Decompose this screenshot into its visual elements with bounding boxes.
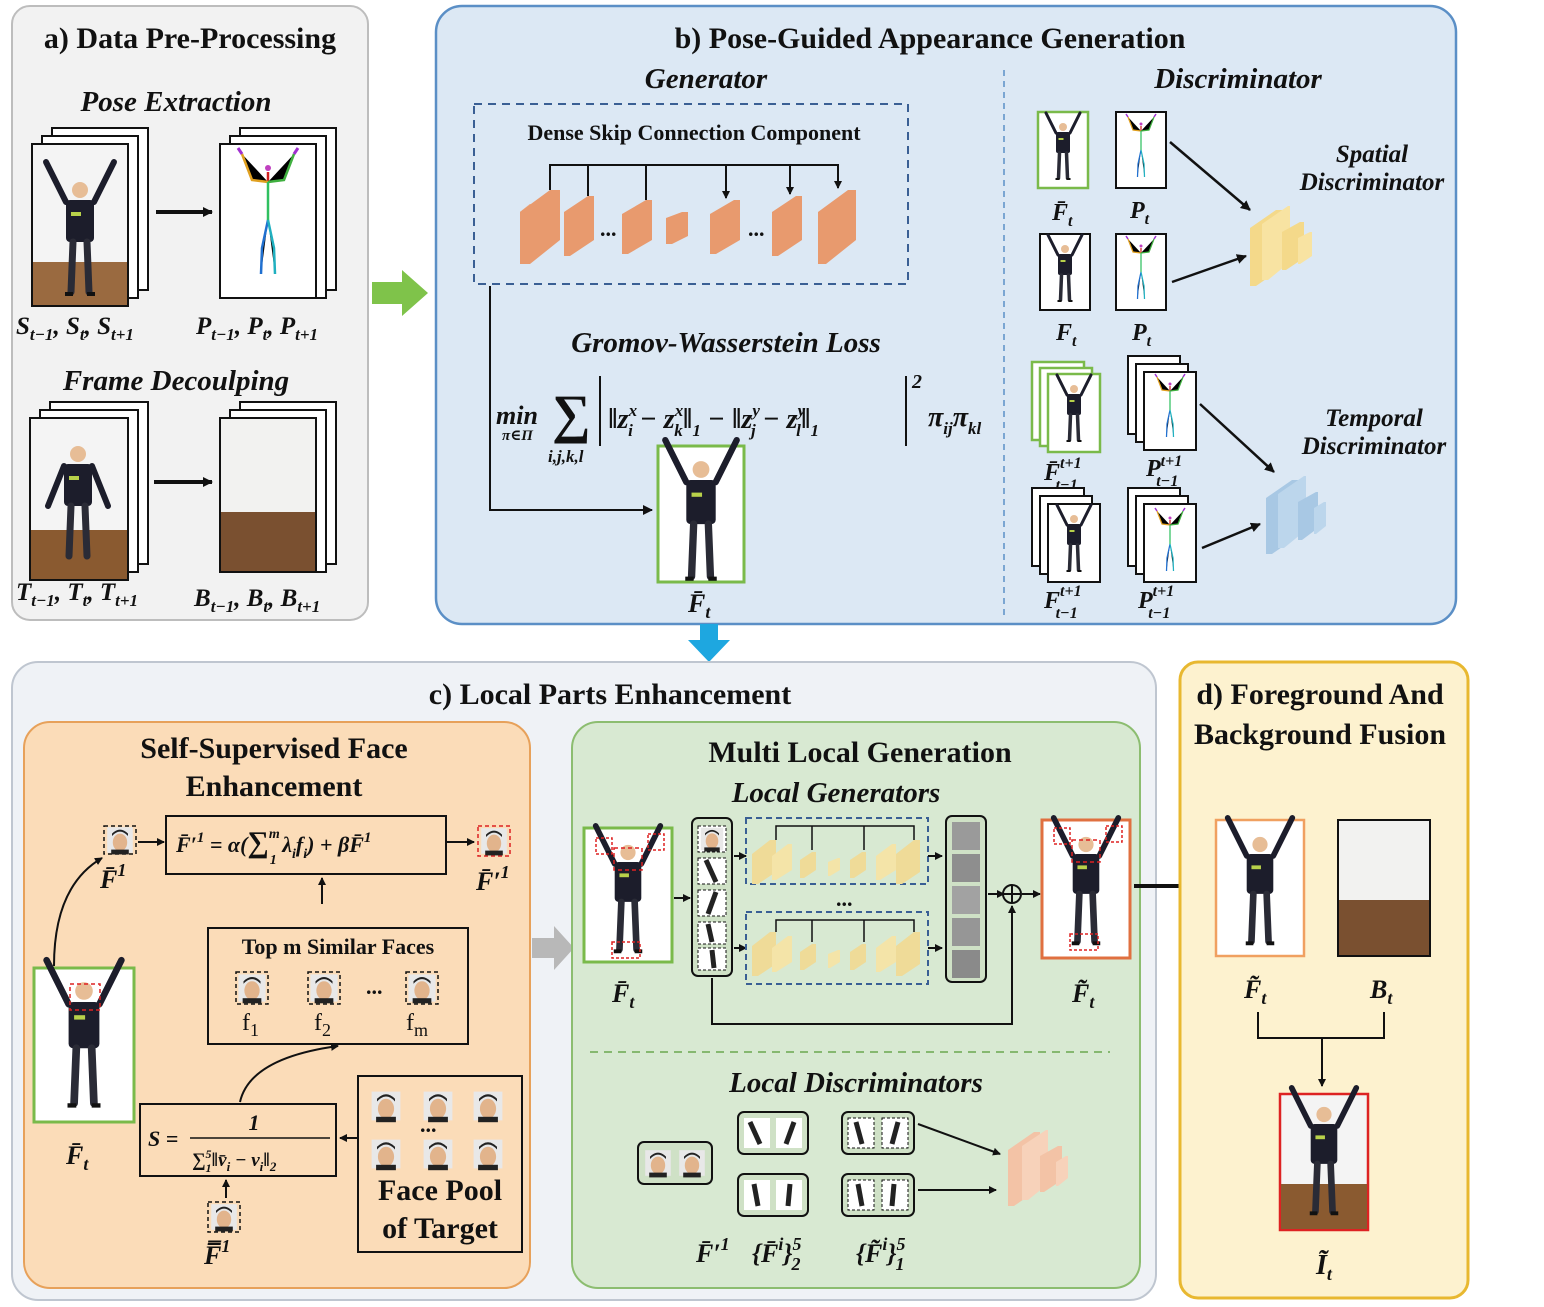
spatial-disc-line2: Discriminator [1299, 169, 1445, 196]
panel-c-title: c) Local Parts Enhancement [429, 678, 791, 711]
face-enh-title-1: Self-Supervised Face [140, 732, 407, 765]
face-query-crop [207, 1201, 241, 1233]
face-pool-box [357, 1075, 523, 1253]
temporal-disc-line1: Temporal [1325, 405, 1423, 432]
svg-text:Ft: Ft [1055, 320, 1077, 350]
face-pool-grid: ... [371, 1091, 503, 1171]
discriminator-label: Discriminator [1153, 63, 1322, 95]
face-input-crop [103, 825, 137, 855]
local-disc-inputs [637, 1111, 915, 1217]
top-m-face-list: ... f1 f2 fm [235, 971, 439, 1040]
background-frames-label: Bt−1, Bt, Bt+1 [193, 585, 320, 616]
svg-text:F̄t: F̄t [1051, 200, 1073, 230]
temporal-discriminator-net [1266, 476, 1326, 554]
face-pool-line2: of Target [382, 1212, 498, 1245]
svg-text:‖zxi − zxk‖1 − ‖zyj − zyl‖1: ‖zxi − zxk‖1 − ‖zyj − zyl‖1 [608, 401, 819, 440]
arrow-face-to-multi [532, 926, 574, 970]
spatial-disc-line1: Spatial [1336, 141, 1408, 168]
svg-text:...: ... [836, 886, 853, 911]
local-generator-2 [745, 911, 929, 985]
multi-local-title: Multi Local Generation [708, 736, 1012, 769]
svg-text:Pt: Pt [1129, 198, 1150, 228]
panel-fg-bg-fusion: d) Foreground And Background Fusion F̃t … [1178, 660, 1470, 1300]
fusion-formula-box [165, 815, 447, 875]
dense-skip-box [473, 103, 909, 285]
top-m-label: Top m Similar Faces [242, 934, 435, 959]
background-frames-stack [219, 401, 337, 573]
temporal-disc-line2: Discriminator [1301, 433, 1447, 460]
frame-decoupling-label: Frame Decoulping [62, 365, 289, 397]
svg-text:∑: ∑ [552, 384, 591, 444]
panel-a-title: a) Data Pre-Processing [44, 22, 336, 55]
target-frames-label: Tt−1, Tt, Tt+1 [16, 579, 138, 610]
svg-text:min: min [496, 401, 538, 430]
arrow-b-to-c [688, 624, 730, 662]
local-discriminator-net [1008, 1130, 1068, 1206]
pose-frames-label: Pt−1, Pt, Pt+1 [195, 313, 318, 344]
dense-skip-label: Dense Skip Connection Component [527, 120, 861, 145]
pose-frames-stack [219, 127, 337, 299]
face-enh-input-frame [32, 960, 136, 1124]
generated-foreground-frame [656, 440, 746, 584]
face-enh-title-2: Enhancement [186, 770, 363, 803]
spatial-disc-inputs: F̄t Pt Ft Pt [1036, 110, 1167, 350]
panel-data-preprocessing: a) Data Pre-Processing Pose Extraction S… [11, 5, 369, 621]
svg-text:...: ... [748, 216, 765, 241]
svg-text:i,j,k,l: i,j,k,l [548, 447, 584, 466]
svg-text:fm: fm [406, 1010, 428, 1040]
svg-text:1: 1 [249, 1110, 260, 1135]
svg-text:S =: S = [148, 1126, 178, 1151]
svg-text:Pt: Pt [1131, 320, 1152, 350]
similarity-formula-box [139, 1103, 337, 1177]
generator-label: Generator [645, 63, 768, 95]
local-input-frame [582, 826, 674, 964]
local-outputs [952, 822, 980, 978]
gw-loss-title: Gromov-Wasserstein Loss [571, 327, 881, 359]
svg-text:F̿1: F̿1 [203, 1236, 230, 1270]
panel-d-title-2: Background Fusion [1194, 718, 1446, 751]
svg-text:2: 2 [911, 371, 922, 393]
local-generator-1 [745, 817, 929, 885]
panel-pose-guided-generation: b) Pose-Guided Appearance Generation Gen… [434, 4, 1458, 626]
svg-text:π∈Π: π∈Π [502, 428, 534, 444]
spatial-discriminator-net [1250, 206, 1312, 286]
local-generators-label: Local Generators [731, 777, 941, 809]
generator-encoder-decoder: ... ... [520, 190, 856, 264]
face-pool-line1: Face Pool [378, 1174, 502, 1207]
local-crops [697, 825, 727, 971]
svg-text:f2: f2 [314, 1010, 331, 1040]
svg-text:πijπkl: πijπkl [928, 402, 982, 438]
panel-local-parts-enhancement: c) Local Parts Enhancement Self-Supervis… [11, 661, 1157, 1301]
local-discriminators-label: Local Discriminators [728, 1067, 983, 1099]
svg-text:{F̃i}51: {F̃i}51 [856, 1234, 905, 1274]
source-frames-label: St−1, St, St+1 [16, 313, 134, 344]
local-enhanced-frame [1040, 818, 1132, 960]
fusion-foreground-frame [1214, 818, 1306, 958]
svg-text:{F̄i}52: {F̄i}52 [752, 1234, 801, 1274]
skip-connections [549, 164, 842, 200]
target-frames-stack [29, 401, 149, 581]
svg-text:...: ... [600, 216, 617, 241]
arrow-a-to-b [372, 270, 428, 316]
source-frames-stack [31, 127, 149, 307]
fusion-background-frame [1337, 819, 1431, 957]
pose-extraction-label: Pose Extraction [80, 86, 272, 118]
svg-text:...: ... [366, 974, 383, 999]
svg-text:f1: f1 [242, 1010, 259, 1040]
face-output-crop [477, 825, 511, 857]
svg-text:...: ... [420, 1112, 437, 1137]
panel-d-title-1: d) Foreground And [1196, 678, 1444, 711]
fused-output-frame [1278, 1088, 1370, 1232]
svg-text:∑51‖v̄i − vi‖2: ∑51‖v̄i − vi‖2 [192, 1147, 277, 1175]
panel-b-title: b) Pose-Guided Appearance Generation [675, 22, 1186, 55]
